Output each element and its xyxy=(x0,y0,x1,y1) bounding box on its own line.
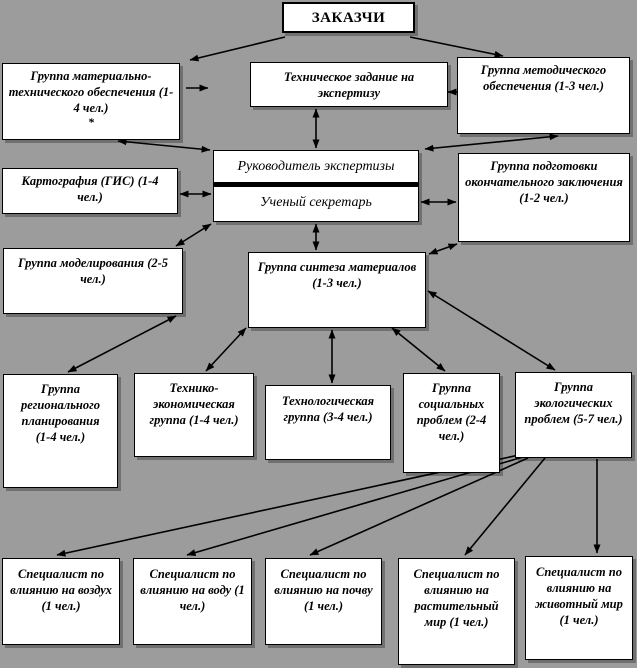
head-secretary-divider xyxy=(214,182,418,187)
node-techno-economic-group: Технико-экономическая группа (1-4 чел.) xyxy=(134,373,254,457)
node-methodology-group: Группа методического обеспечения (1-3 че… xyxy=(457,57,630,134)
node-specialist-fauna: Специалист по влиянию на животный мир (1… xyxy=(525,556,633,660)
node-specialist-water: Специалист по влиянию на воду (1 чел.) xyxy=(133,558,252,645)
node-regional-planning-group: Группа регионального планирования (1-4 ч… xyxy=(3,374,118,488)
node-specialist-soil: Специалист по влиянию на почву (1 чел.) xyxy=(265,558,382,645)
node-technical-task: Техническое задание на экспертизу xyxy=(250,62,448,107)
node-logistics-label: Группа материально-технического обеспече… xyxy=(8,69,174,115)
node-final-conclusion-group: Группа подготовки окончательного заключе… xyxy=(458,153,630,242)
node-expertise-head: Руководитель экспертизы xyxy=(237,158,395,174)
node-customers: ЗАКАЗЧИ xyxy=(282,2,415,33)
node-modeling-group: Группа моделирования (2-5 чел.) xyxy=(3,248,183,314)
node-synthesis-group: Группа синтеза материалов (1-3 чел.) xyxy=(248,252,426,328)
node-social-problems-group: Группа социальных проблем (2-4 чел.) xyxy=(403,373,500,473)
node-head-and-secretary: Руководитель экспертизы Ученый секретарь xyxy=(213,150,419,222)
node-technological-group: Технологическая группа (3-4 чел.) xyxy=(265,385,391,460)
node-scientific-secretary: Ученый секретарь xyxy=(260,194,372,210)
logistics-footnote: * xyxy=(88,115,94,129)
node-cartography-gis: Картография (ГИС) (1-4 чел.) xyxy=(2,168,178,214)
node-specialist-air: Специалист по влиянию на воздух (1 чел.) xyxy=(2,558,120,645)
node-ecological-problems-group: Группа экологических проблем (5-7 чел.) xyxy=(515,372,632,458)
node-specialist-flora: Специалист по влиянию на растительный ми… xyxy=(398,558,515,665)
node-logistics-group: Группа материально-технического обеспече… xyxy=(2,63,180,140)
